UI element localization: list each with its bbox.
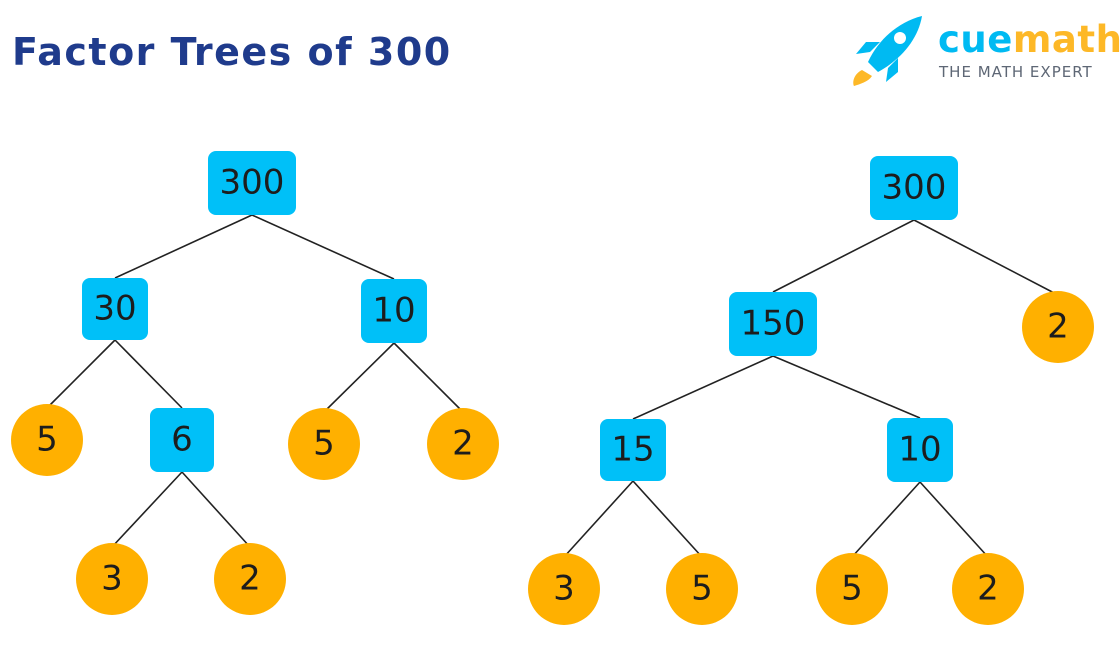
- node-label: 5: [313, 424, 335, 464]
- node-label: 15: [611, 430, 654, 470]
- node-label: 2: [239, 559, 261, 599]
- brand-tagline: THE MATH EXPERT: [939, 63, 1093, 81]
- node-label: 2: [977, 569, 999, 609]
- node-label: 2: [452, 424, 474, 464]
- prime-circle: [76, 543, 148, 615]
- node-label: 3: [101, 559, 123, 599]
- node-label: 150: [741, 304, 806, 344]
- node-label: 300: [882, 168, 947, 208]
- prime-factor-node: 5: [288, 408, 360, 480]
- composite-box: [870, 156, 958, 220]
- tree-edge: [632, 480, 703, 558]
- prime-factor-node: 5: [11, 404, 83, 476]
- composite-factor-node: 300: [208, 151, 296, 215]
- tree-edge: [251, 214, 395, 280]
- composite-box: [82, 278, 148, 340]
- prime-circle: [427, 408, 499, 480]
- brand-cue: cue: [938, 18, 1013, 61]
- node-label: 6: [171, 420, 193, 460]
- prime-circle: [666, 553, 738, 625]
- tree-edge: [772, 219, 915, 293]
- tree-edge: [114, 214, 253, 279]
- tree-edge: [632, 355, 774, 420]
- prime-circle: [214, 543, 286, 615]
- prime-factor-node: 3: [528, 553, 600, 625]
- node-label: 5: [691, 569, 713, 609]
- brand-math: math: [1012, 18, 1120, 61]
- composite-factor-node: 10: [361, 279, 427, 343]
- composite-box: [887, 418, 953, 482]
- prime-factor-node: 2: [952, 553, 1024, 625]
- prime-circle: [952, 553, 1024, 625]
- prime-factor-node: 5: [666, 553, 738, 625]
- composite-box: [361, 279, 427, 343]
- node-label: 2: [1047, 307, 1069, 347]
- tree-edge: [913, 219, 1059, 296]
- composite-box: [729, 292, 817, 356]
- node-label: 3: [553, 569, 575, 609]
- composite-factor-node: 10: [887, 418, 953, 482]
- tree-edge: [851, 481, 921, 558]
- prime-circle: [288, 408, 360, 480]
- composite-factor-node: 30: [82, 278, 148, 340]
- node-label: 5: [36, 420, 58, 460]
- tree-edge: [181, 471, 251, 548]
- node-label: 5: [841, 569, 863, 609]
- prime-factor-node: 5: [816, 553, 888, 625]
- composite-box: [150, 408, 214, 472]
- tree-edge: [111, 471, 183, 548]
- composite-factor-node: 150: [729, 292, 817, 356]
- prime-factor-node: 2: [427, 408, 499, 480]
- composite-factor-node: 6: [150, 408, 214, 472]
- prime-factor-node: 2: [1022, 291, 1094, 363]
- cuemath-logo: cuemath THE MATH EXPERT: [848, 12, 1120, 90]
- tree-edge: [919, 481, 989, 558]
- tree-edge: [46, 339, 116, 409]
- node-label: 10: [372, 291, 415, 331]
- composite-factor-node: 300: [870, 156, 958, 220]
- composite-box: [600, 419, 666, 481]
- prime-circle: [816, 553, 888, 625]
- prime-factor-node: 3: [76, 543, 148, 615]
- page-title: Factor Trees of 300: [12, 30, 452, 74]
- node-label: 10: [898, 430, 941, 470]
- tree-edge: [563, 480, 634, 558]
- tree-edge: [772, 355, 921, 419]
- tree-edge: [114, 339, 183, 409]
- composite-factor-node: 15: [600, 419, 666, 481]
- node-label: 30: [93, 289, 136, 329]
- prime-factor-node: 2: [214, 543, 286, 615]
- prime-circle: [1022, 291, 1094, 363]
- composite-box: [208, 151, 296, 215]
- prime-circle: [11, 404, 83, 476]
- rocket-icon: [853, 16, 922, 86]
- tree-edge: [323, 342, 395, 413]
- prime-circle: [528, 553, 600, 625]
- tree-edge: [393, 342, 464, 413]
- node-label: 300: [220, 163, 285, 203]
